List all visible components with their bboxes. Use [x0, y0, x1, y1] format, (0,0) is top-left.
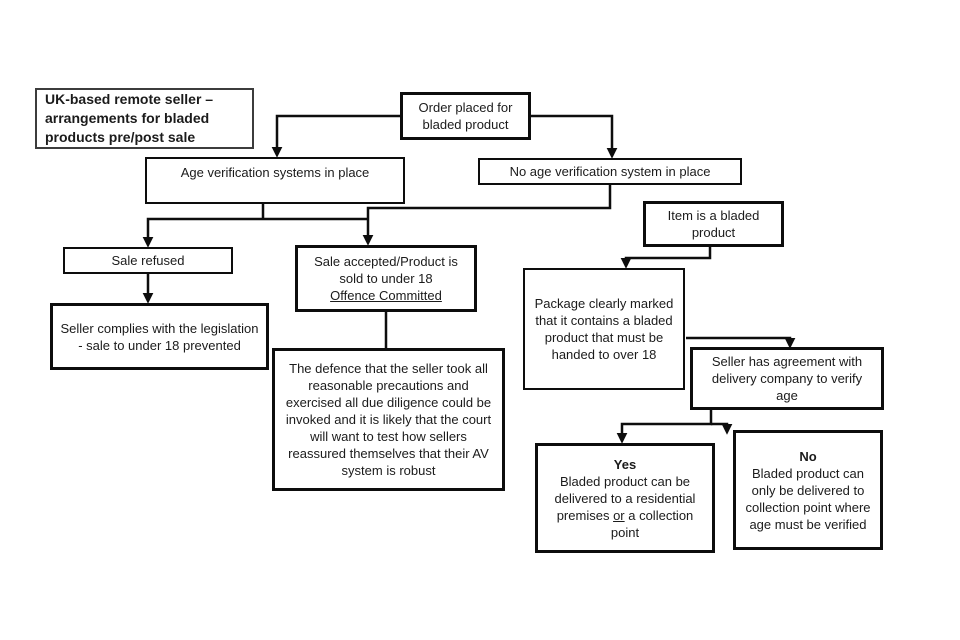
connector-av-to-refused	[142, 217, 369, 248]
node-yes-body-or: or	[613, 507, 625, 523]
connector-item-to-package	[620, 247, 712, 269]
node-package-marked-label: Package clearly marked that it contains …	[534, 296, 674, 362]
node-sale-accepted: Sale accepted/Product is sold to under 1…	[295, 245, 477, 312]
node-age-verification-in-place: Age verification systems in place	[145, 157, 405, 204]
node-order-placed-label: Order placed for bladed product	[418, 100, 513, 132]
node-order-placed: Order placed for bladed product	[400, 92, 531, 140]
node-no-body: Bladed product can only be delivered to …	[745, 465, 871, 532]
node-offence-committed-label: Offence Committed	[330, 288, 442, 303]
connector-agreement-to-yes	[616, 410, 713, 444]
node-yes-body-part2: a collection point	[610, 507, 694, 540]
title-box: UK-based remote seller – arrangements fo…	[35, 88, 254, 149]
node-seller-complies: Seller complies with the legislation - s…	[50, 303, 269, 370]
node-yes-body: Bladed product can be delivered to a res…	[543, 473, 707, 541]
node-seller-agreement: Seller has agreement with delivery compa…	[690, 347, 884, 410]
node-item-is-bladed-product-label: Item is a bladed product	[667, 208, 760, 240]
node-yes-heading: Yes	[613, 456, 637, 472]
node-no-age-verification: No age verification system in place	[478, 158, 742, 185]
connector-package-to-agreement	[686, 336, 796, 349]
node-age-verification-label: Age verification systems in place	[180, 165, 370, 180]
node-item-is-bladed-product: Item is a bladed product	[643, 201, 784, 247]
node-sale-refused-label: Sale refused	[111, 253, 185, 268]
node-yes-outcome: Yes Bladed product can be delivered to a…	[535, 443, 715, 553]
connector-agreement-to-no	[711, 422, 733, 435]
node-seller-agreement-label: Seller has agreement with delivery compa…	[711, 354, 863, 403]
node-defence-note: The defence that the seller took all rea…	[272, 348, 505, 491]
connector-order-to-av	[271, 114, 400, 158]
title-text: UK-based remote seller – arrangements fo…	[45, 91, 214, 145]
node-seller-complies-label: Seller complies with the legislation - s…	[60, 320, 259, 353]
node-no-age-verification-label: No age verification system in place	[509, 164, 711, 179]
node-defence-note-label: The defence that the seller took all rea…	[285, 361, 492, 478]
connector-order-to-noav	[531, 114, 618, 159]
node-sale-refused: Sale refused	[63, 247, 233, 274]
node-no-heading: No	[799, 448, 817, 464]
node-sale-accepted-label: Sale accepted/Product is sold to under 1…	[314, 254, 458, 286]
node-yes-body-part1: Bladed product can be delivered to a res…	[554, 473, 696, 523]
node-no-outcome: No Bladed product can only be delivered …	[733, 430, 883, 550]
node-package-marked: Package clearly marked that it contains …	[523, 268, 685, 390]
